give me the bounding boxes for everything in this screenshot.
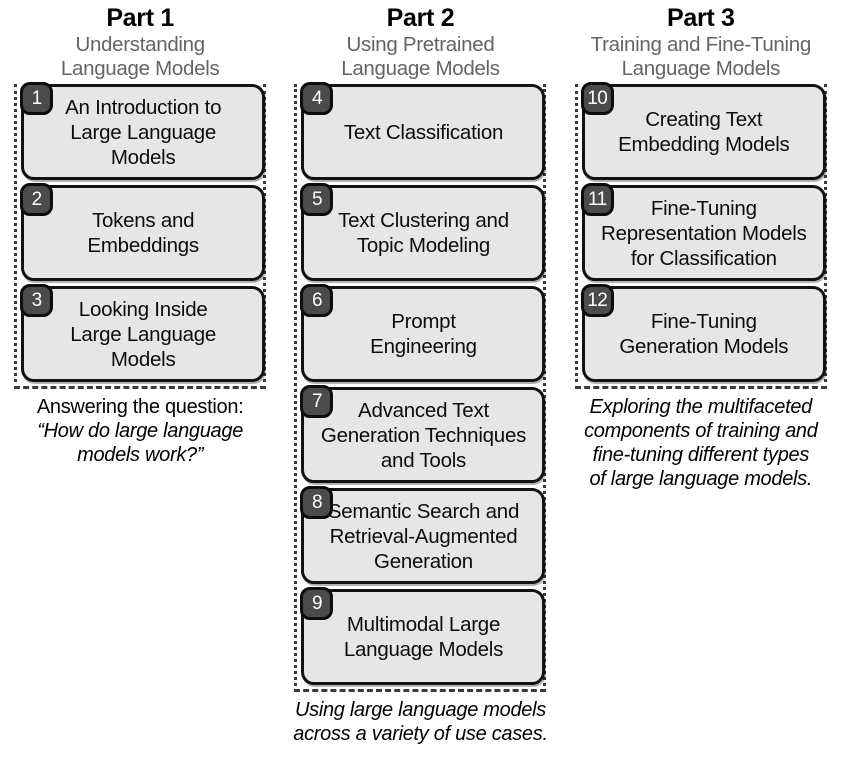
part-group-bracket: 1 An Introduction to Large Language Model… [14,82,267,389]
chapter-number-badge: 9 [300,587,334,620]
caption-lead: Answering the question: [36,396,244,418]
part-title: Part 2 [386,4,455,32]
chapter-box[interactable]: 1 An Introduction to Large Language Model… [20,82,266,180]
part-title: Part 3 [666,4,735,32]
chapter-list: 1 An Introduction to Large Language Model… [20,82,266,382]
chapter-number-badge: 7 [300,385,334,418]
chapter-number-badge: 1 [20,82,54,115]
chapter-title: Looking Inside Large Language Models [70,297,217,371]
part-title: Part 1 [106,4,174,32]
caption-quote: Exploring the multifaceted components of… [584,396,818,490]
chapter-title: Text Clustering and Topic Modeling [338,209,509,257]
chapter-title: Fine-Tuning Generation Models [619,310,789,358]
part-caption: Exploring the multifaceted components of… [570,389,832,491]
chapter-title: Advanced Text Generation Techniques and … [320,398,527,472]
chapter-number-badge: 4 [300,82,334,115]
chapter-title: Tokens and Embeddings [87,209,199,257]
part-caption: Using large language models across a var… [289,692,551,746]
part-subtitle: Understanding Language Models [60,33,220,80]
chapter-box[interactable]: 3 Looking Inside Large Language Models [20,284,266,382]
part-subtitle: Using Pretrained Language Models [341,33,500,80]
chapter-number-badge: 10 [580,82,614,115]
chapter-number-badge: 2 [20,183,54,216]
chapter-number-badge: 3 [20,284,54,317]
caption-quote: “How do large language models work?” [37,420,244,466]
chapter-title: Multimodal Large Language Models [343,613,504,661]
chapter-title: Prompt Engineering [370,310,477,358]
chapter-title: An Introduction to Large Language Models [65,95,222,169]
chapter-number-badge: 12 [580,284,614,317]
part-caption: Answering the question:“How do large lan… [9,389,271,467]
chapter-title: Creating Text Embedding Models [618,108,790,156]
chapter-title: Text Classification [343,120,504,144]
chapter-number-badge: 8 [300,486,334,519]
chapter-title: Fine-Tuning Representation Models for Cl… [601,196,807,270]
chapter-title: Semantic Search and Retrieval-Augmented … [327,499,520,573]
part-subtitle: Training and Fine-Tuning Language Models [590,33,812,80]
chapter-number-badge: 6 [300,284,334,317]
chapter-number-badge: 11 [580,183,614,216]
caption-quote: Using large language models across a var… [293,699,548,745]
chapter-number-badge: 5 [300,183,334,216]
